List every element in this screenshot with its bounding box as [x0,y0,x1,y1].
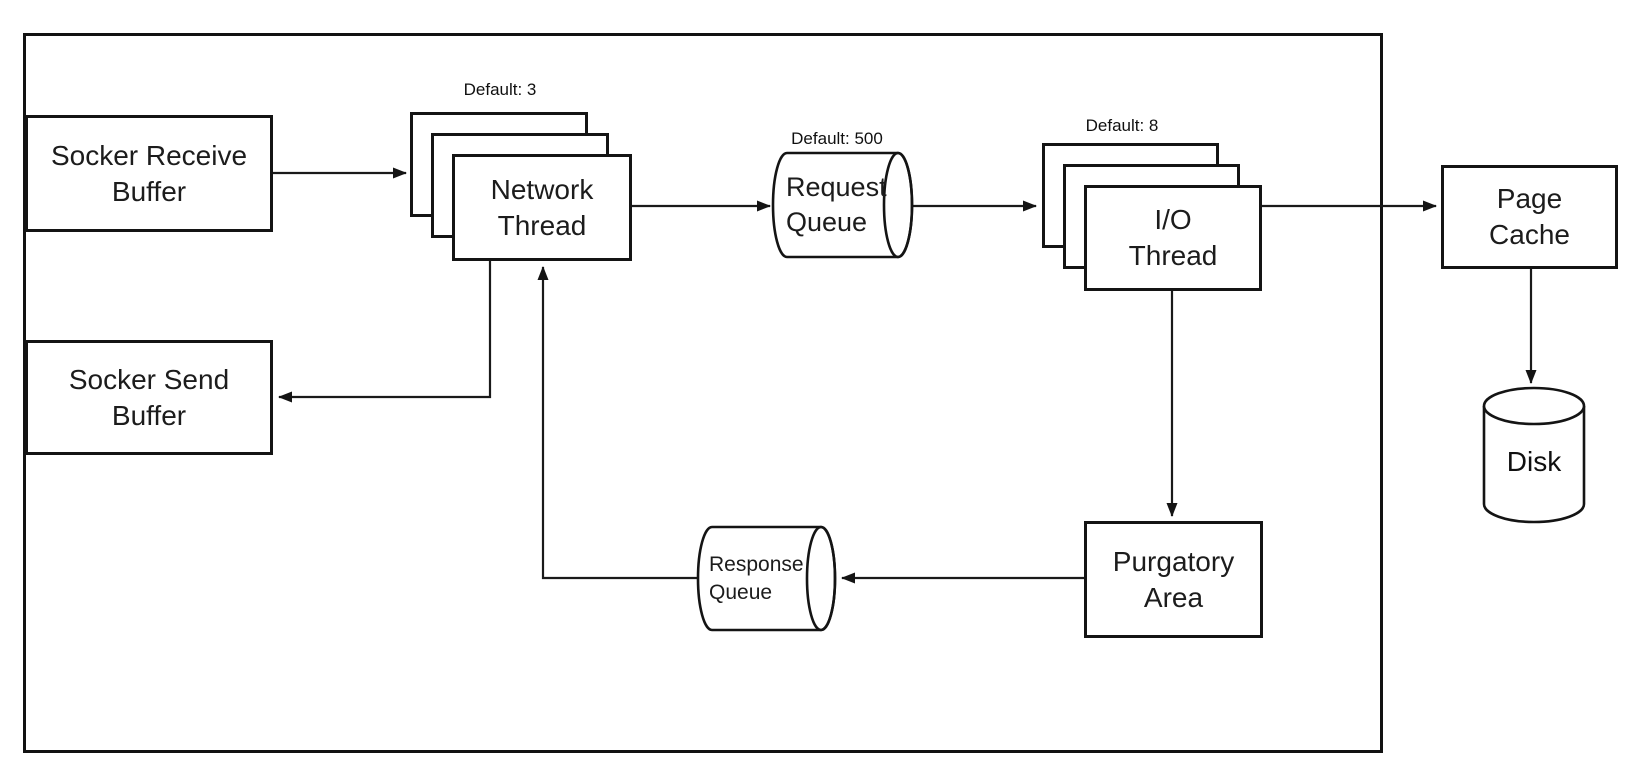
network-thread-default-annotation: Default: 3 [463,80,537,99]
socket-receive-buffer-label: Socker Receive Buffer [50,139,248,207]
socket-send-buffer-label: Socker Send Buffer [68,363,230,431]
request-queue-default-annotation: Default: 500 [791,129,883,148]
socket-receive-buffer-box: Socker Receive Buffer [25,115,273,232]
broker-boundary-box [23,33,1383,753]
io-thread-default-annotation: Default: 8 [1085,116,1159,135]
arrow-network-thread-to-send-buffer [278,261,492,403]
disk-label: Disk [1506,446,1562,477]
purgatory-area-label: Purgatory Area [1112,545,1235,613]
page-cache-box: Page Cache [1441,165,1618,269]
network-thread-box: Network Thread [452,154,632,261]
arrow-response-queue-to-network-thread [537,266,698,580]
io-thread-label: I/O Thread [1128,204,1218,271]
network-thread-label: Network Thread [490,173,594,241]
request-queue-label: Request Queue [786,172,887,237]
request-queue-cylinder [771,151,914,259]
purgatory-area-box: Purgatory Area [1084,521,1263,638]
socket-send-buffer-box: Socker Send Buffer [25,340,273,455]
response-queue-cylinder [696,525,837,632]
io-thread-box: I/O Thread [1084,185,1262,291]
disk-cylinder [1482,386,1586,524]
response-queue-label: Response Queue [709,553,804,604]
page-cache-label: Page Cache [1489,183,1570,250]
